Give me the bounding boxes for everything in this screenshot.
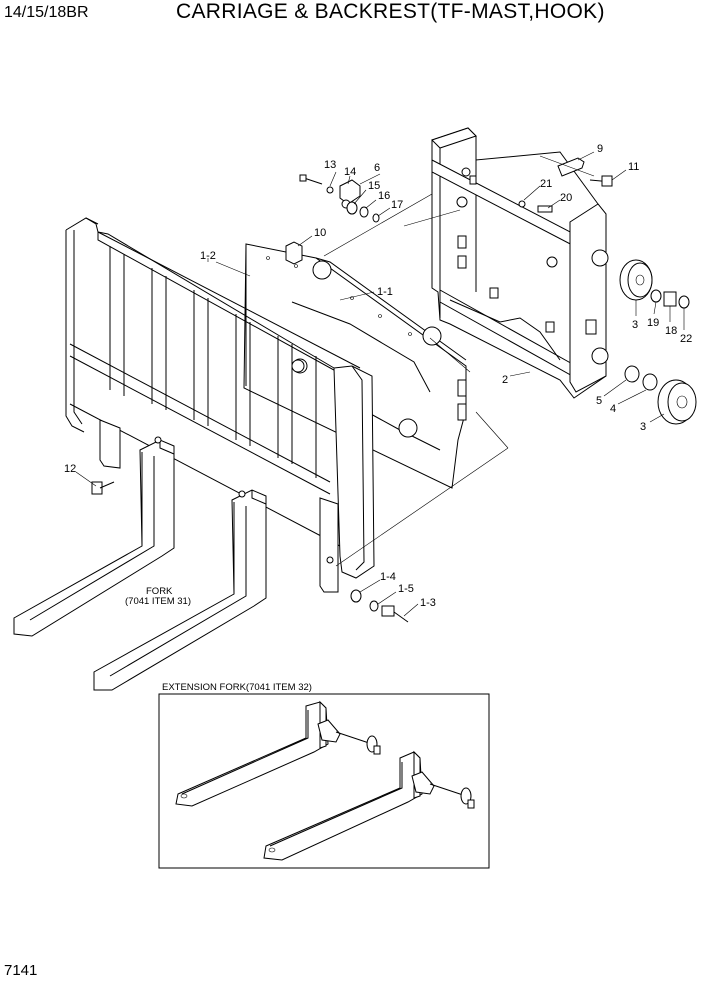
callout-3-upper: 3 [632,319,638,331]
callout-14: 14 [344,166,356,178]
callout-11: 11 [628,161,639,173]
callout-18: 18 [665,325,677,337]
extension-fork-inset-frame [158,693,490,869]
callout-10: 10 [314,227,326,239]
callout-6: 6 [374,162,380,174]
callout-1-1: 1-1 [377,286,393,298]
callout-2: 2 [502,374,508,386]
fork-note-line2: (7041 ITEM 31) [125,596,191,607]
callout-12: 12 [64,463,76,475]
roller-upper-part-3 [619,259,690,309]
extension-fork-caption: EXTENSION FORK(7041 ITEM 32) [162,682,312,693]
callout-1-4: 1-4 [380,571,396,583]
callout-9: 9 [597,143,603,155]
mounting-plate-part-2 [431,127,609,399]
roller-lower-part-3 [624,365,697,425]
callout-1-3: 1-3 [420,597,436,609]
callout-labels: 1-2 1-1 13 14 6 15 16 17 10 9 11 21 20 3… [64,143,692,609]
callout-21: 21 [540,178,552,190]
page-number: 7141 [4,962,38,979]
callout-1-5: 1-5 [398,583,414,595]
fork-assembly-drawing [13,436,267,691]
carriage-plate-part-1-1 [243,243,467,489]
leader-lines [75,151,685,617]
callout-20: 20 [560,192,572,204]
callout-16: 16 [378,190,390,202]
callout-17: 17 [391,199,403,211]
diagram-title: CARRIAGE & BACKREST(TF-MAST,HOOK) [176,0,605,23]
callout-3-lower: 3 [640,421,646,433]
callout-5: 5 [596,395,602,407]
model-code: 14/15/18BR [4,4,89,21]
callout-1-2: 1-2 [200,250,216,262]
callout-13: 13 [324,159,336,171]
carriage-rivet-row [266,256,412,336]
fork-note-line1: FORK [146,586,173,597]
callout-15: 15 [368,180,380,192]
callout-4: 4 [610,403,616,415]
callout-22: 22 [680,333,692,345]
small-hardware-cluster [91,157,613,623]
backrest-part-1-2 [65,217,375,593]
fork-reference-note: FORK (7041 ITEM 31) [125,586,191,607]
callout-19: 19 [647,317,659,329]
extension-fork-inset: EXTENSION FORK(7041 ITEM 32) [158,682,490,869]
